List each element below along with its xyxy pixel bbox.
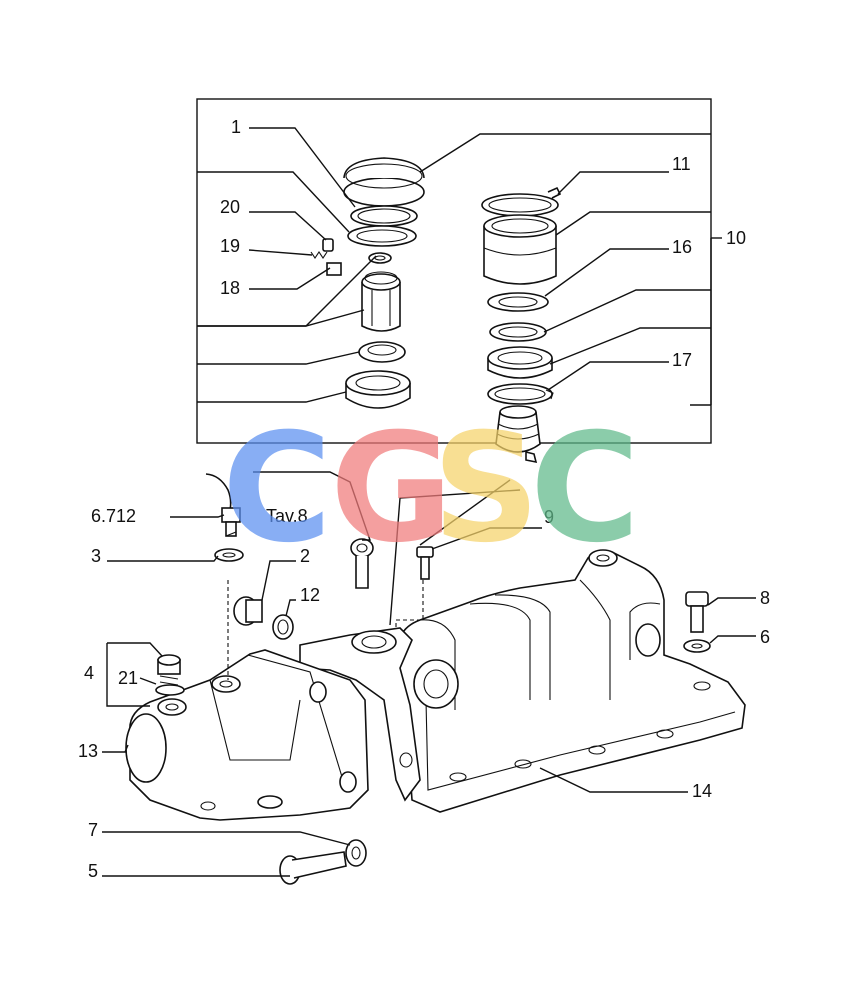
bolt-8 <box>685 591 709 633</box>
sleeve-housing <box>483 214 557 285</box>
label-7: 7 <box>88 820 98 840</box>
label-13: 13 <box>78 741 98 761</box>
small-cylinder <box>322 238 334 252</box>
washer-7 <box>345 839 367 867</box>
watermark: C G S C <box>222 402 640 576</box>
end-cover <box>125 649 369 821</box>
bearing-small <box>358 341 406 363</box>
label-5: 5 <box>88 861 98 881</box>
label-6: 6 <box>760 627 770 647</box>
screw-9 <box>416 546 434 580</box>
watermark-letter-s: S <box>432 402 540 576</box>
label-21: 21 <box>118 668 138 688</box>
label-20: 20 <box>220 197 240 217</box>
label-4: 4 <box>84 663 94 683</box>
label-11: 11 <box>672 154 691 174</box>
label-16: 16 <box>672 237 692 257</box>
mounting-bracket <box>299 627 421 802</box>
label-14: 14 <box>692 781 712 801</box>
label-1: 1 <box>231 117 241 137</box>
long-bolt <box>279 851 347 885</box>
washer-6 <box>683 639 711 653</box>
detent-block <box>326 262 342 276</box>
watermark-letter-g: G <box>330 402 453 576</box>
label-18: 18 <box>220 278 240 298</box>
bearing-cup <box>345 370 411 409</box>
label-17: 17 <box>672 350 692 370</box>
label-tav8: Tav.8 <box>266 506 308 526</box>
seal-ring <box>272 614 294 640</box>
main-housing <box>397 549 746 813</box>
label-3: 3 <box>91 546 101 566</box>
splined-sleeve <box>361 271 401 332</box>
eye-bolt <box>350 538 374 589</box>
circlip-top <box>481 186 562 217</box>
label-8: 8 <box>760 588 770 608</box>
sensor <box>205 473 241 537</box>
washer-upper <box>347 225 417 247</box>
label-6712: 6.712 <box>91 506 136 526</box>
label-9: 9 <box>544 507 554 527</box>
label-2: 2 <box>300 546 310 566</box>
snap-ring-lower <box>487 383 554 405</box>
spring <box>310 251 328 259</box>
snap-ring-upper <box>350 205 418 227</box>
watermark-letter-c2: C <box>530 402 640 576</box>
washer-mid <box>489 322 547 342</box>
sensor-washer <box>214 548 244 562</box>
label-19: 19 <box>220 236 240 256</box>
gear-shaft <box>495 405 541 464</box>
threaded-plug <box>233 596 263 626</box>
watermark-letter-c: C <box>222 402 332 576</box>
ball-bearing <box>487 346 553 379</box>
label-12: 12 <box>300 585 320 605</box>
cap <box>343 157 425 207</box>
thrust-washer <box>487 292 549 312</box>
plug <box>155 654 185 696</box>
small-ring <box>368 252 392 264</box>
label-10: 10 <box>726 228 746 248</box>
